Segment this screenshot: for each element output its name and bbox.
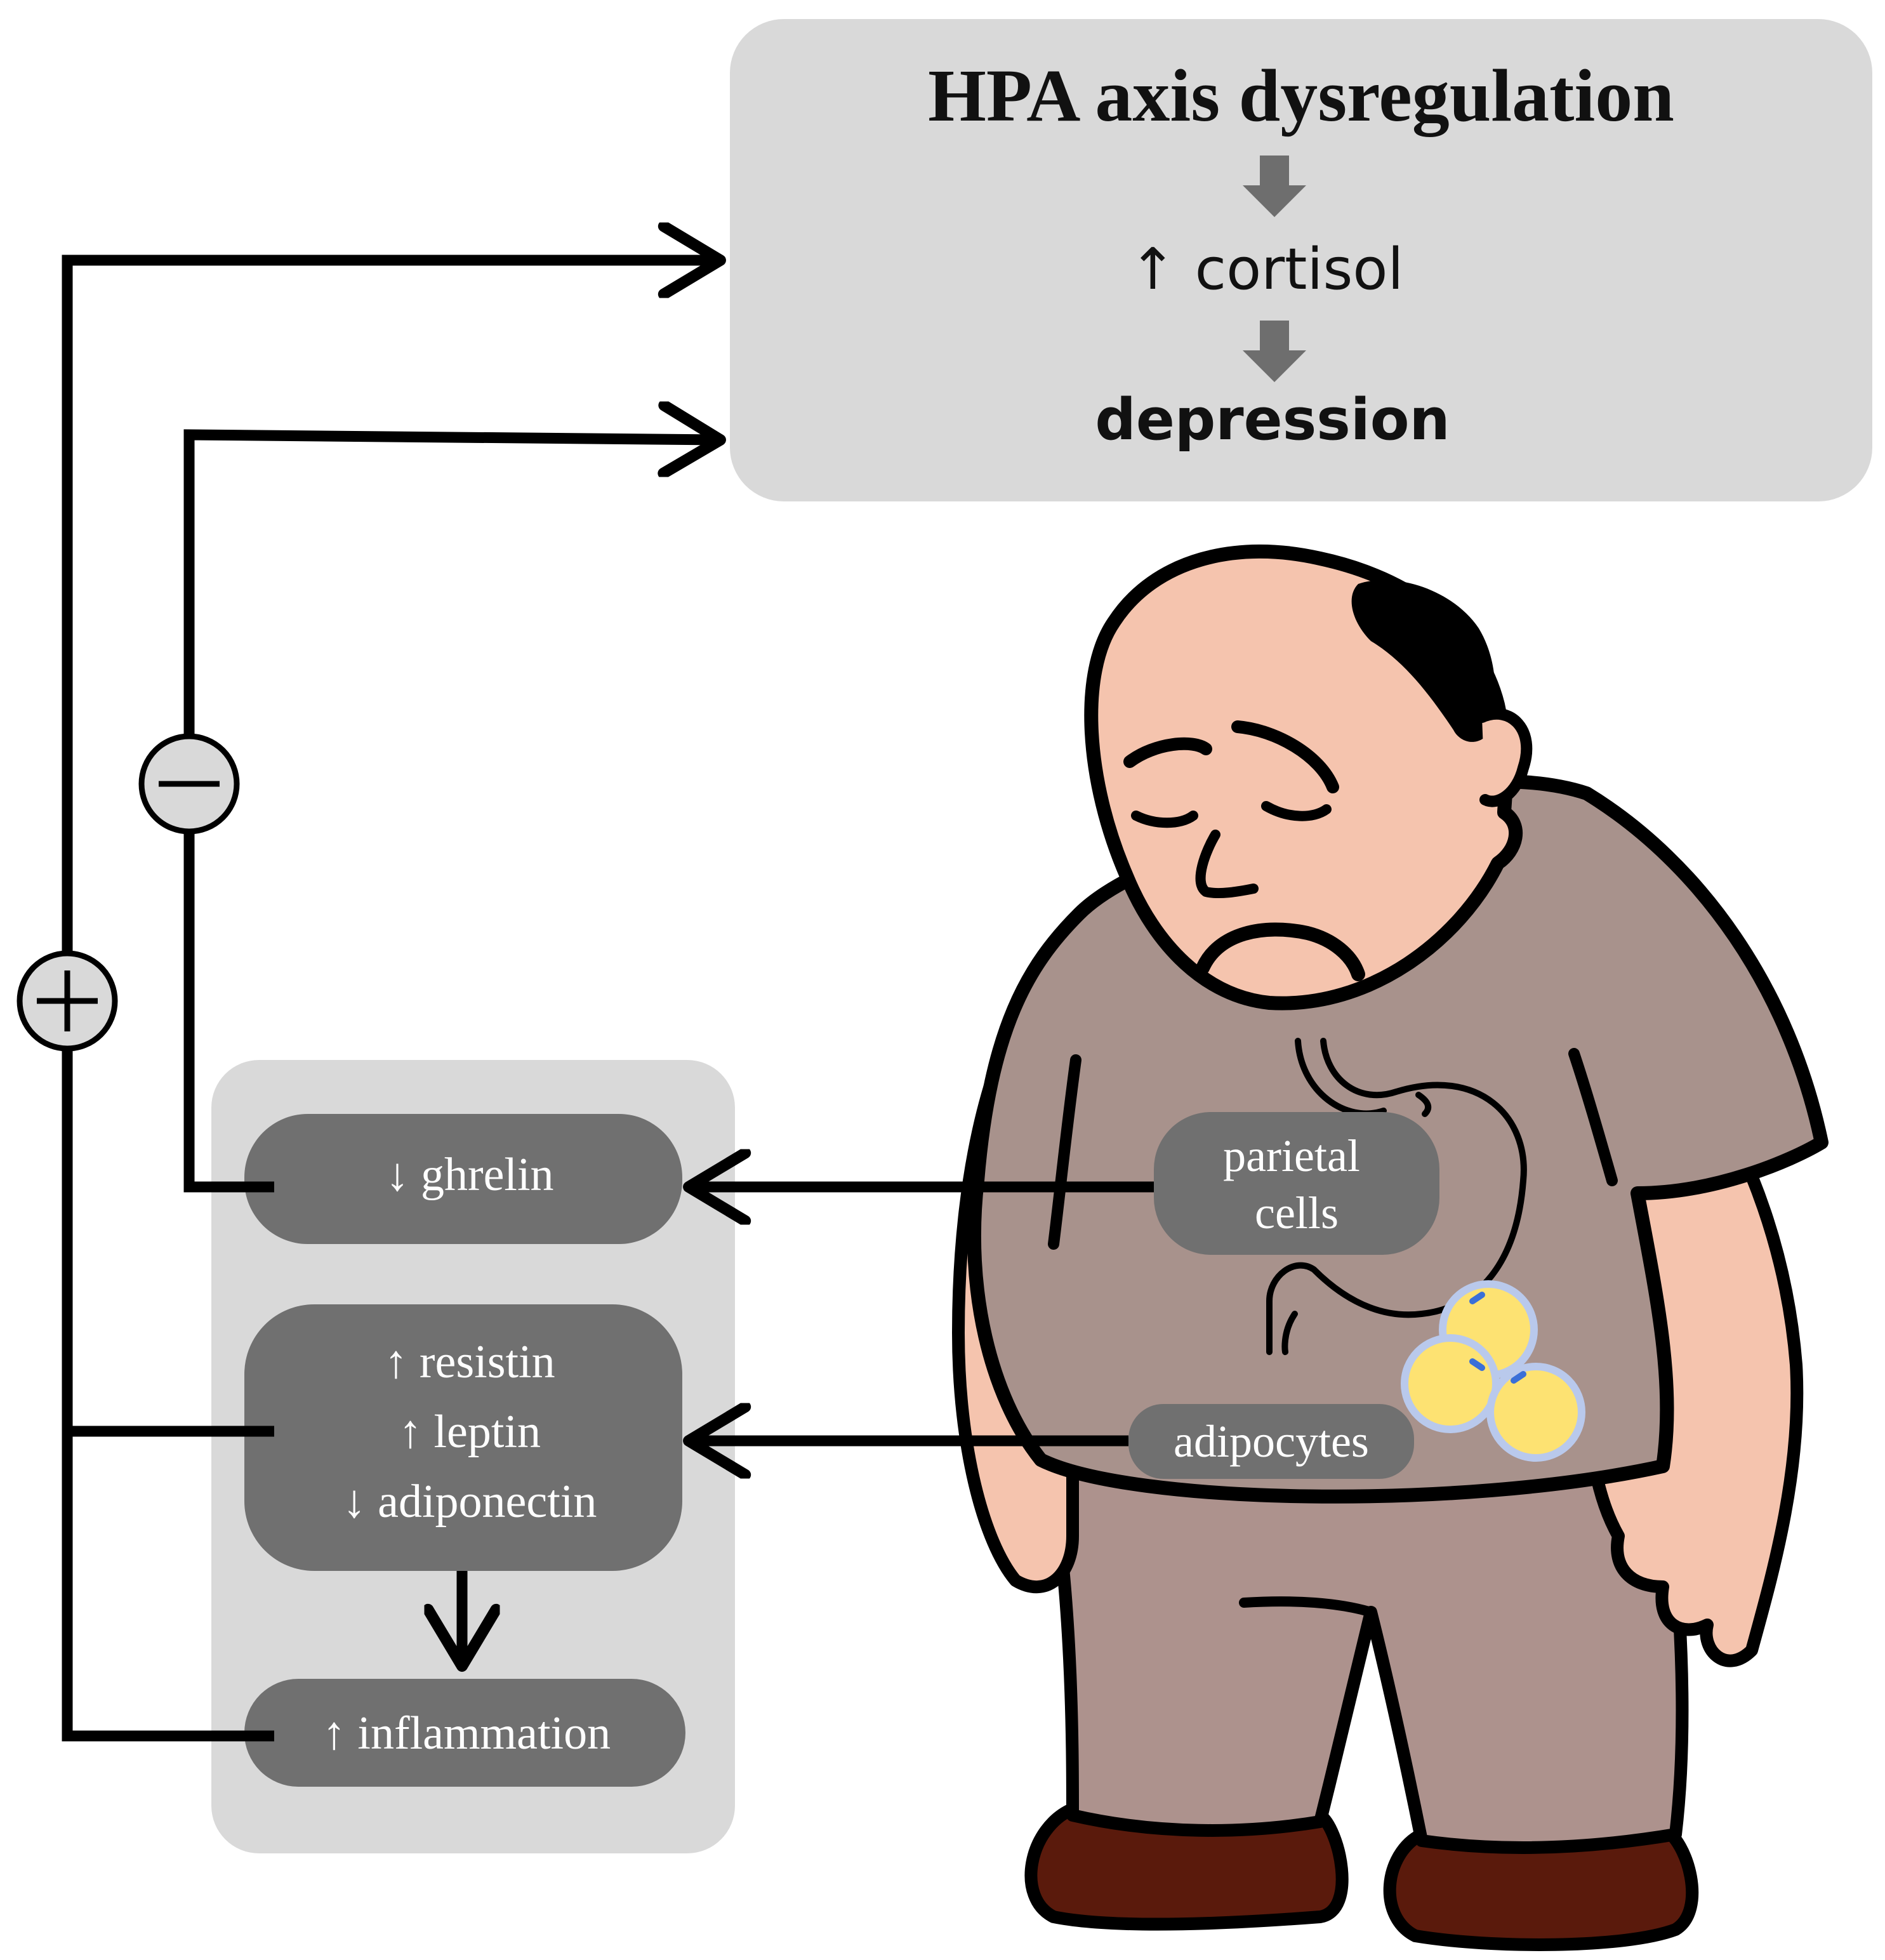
ghrelin-pill [244,1114,682,1244]
adiponectin-label: ↓ adiponectin [343,1476,597,1528]
parietal-cells-pill [1154,1112,1439,1255]
hpa-box: HPA axis dysregulation ↑ cortisol depres… [730,19,1872,501]
parietal-cells-line2: cells [1255,1188,1339,1238]
inflammation-pill [244,1679,685,1787]
crotch-line [1239,1596,1376,1617]
right-arm-seam [1568,1048,1618,1186]
left-eye [1131,811,1198,828]
right-shoe [1383,1822,1699,1951]
inflammation-label: ↑ inflammation [322,1707,611,1759]
hpa-down-arrow-2 [1243,321,1306,382]
nucleus-2 [1469,1358,1485,1371]
nucleus-3 [1511,1371,1526,1384]
adipocytes-tag: adipocytes [1128,1404,1414,1479]
parietal-cells-tag: parietal cells [1154,1112,1439,1255]
hpa-title: HPA axis dysregulation [928,54,1674,137]
ghrelin-label: ↓ ghrelin [385,1149,553,1201]
plus-icon [37,970,98,1031]
hair [1351,579,1495,742]
ear [1476,708,1533,807]
left-shoe [1024,1803,1349,1931]
leptin-label: ↑ leptin [399,1406,541,1458]
left-eyebrow [1123,737,1212,768]
adipocyte-3 [1486,1363,1585,1462]
pants [1041,1447,1689,1854]
plus-circle [17,950,118,1052]
adipocytes-pill [1128,1404,1414,1479]
adipocyte-2 [1401,1334,1500,1433]
nose [1195,830,1259,899]
right-eyebrow [1231,720,1339,793]
minus-circle [138,733,240,835]
cortisol-label: ↑ cortisol [1129,236,1404,303]
adipocyte-cluster [1401,1280,1585,1462]
nucleus-1 [1469,1292,1485,1304]
adipocytes-label: adipocytes [1174,1416,1369,1467]
hpa-down-arrow-1 [1243,156,1306,217]
adipokine-box [244,1304,682,1571]
stomach-fold [1415,1092,1432,1117]
parietal-cells-line1: parietal [1223,1130,1360,1181]
depression-label: depression [1095,387,1450,453]
left-arm-seam [1048,1054,1081,1250]
right-eye [1261,801,1332,821]
hormone-panel: ↓ ghrelin ↑ resistin ↑ leptin ↓ adiponec… [211,1060,735,1853]
esophagus-line [1281,1311,1298,1355]
hpa-box-background [730,19,1872,501]
resistin-label: ↑ resistin [384,1336,555,1388]
mouth [1196,922,1365,981]
